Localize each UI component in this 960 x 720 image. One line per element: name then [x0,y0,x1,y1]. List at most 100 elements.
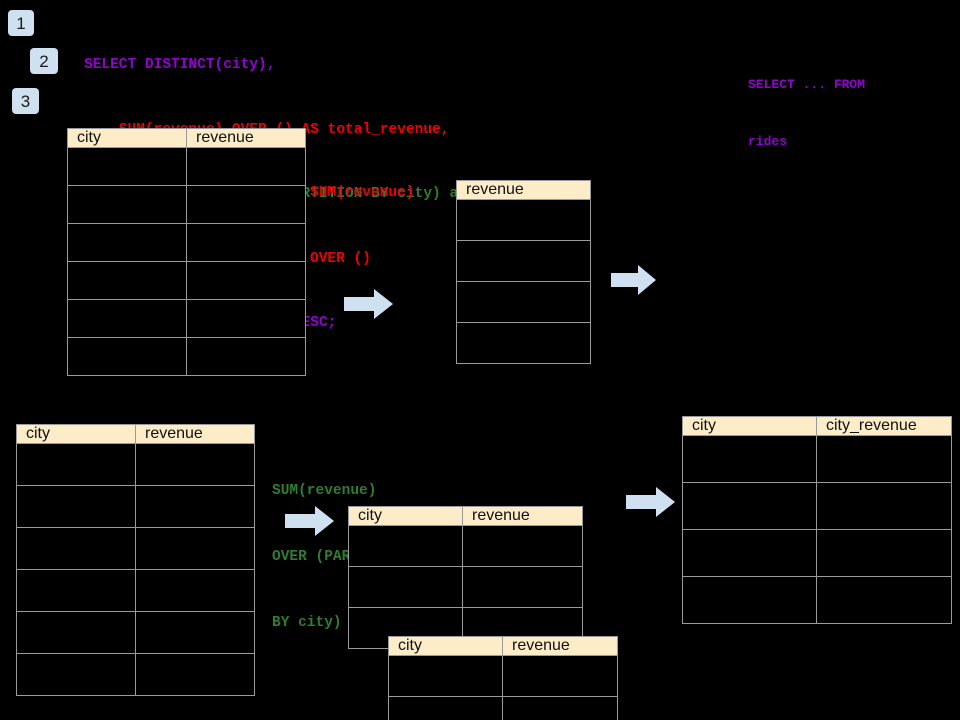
table-row [682,576,952,624]
table-cell [186,337,306,376]
column-header-city: city [67,128,187,148]
table-cell [186,261,306,300]
table-header-row: revenue [456,180,591,200]
table-cell [816,435,952,483]
table-cell [135,527,255,570]
column-header-city-revenue: city_revenue [816,416,952,436]
table-cell [67,185,187,224]
table-row [682,482,952,530]
annotation-over-partition-line-1: SUM(revenue) [272,483,377,499]
right-arrow-icon [626,487,675,517]
annotation-over-empty-line-2: OVER () [310,251,371,267]
table-cell [348,525,463,567]
arrow-source-to-total [344,288,394,320]
side-note-line-1: SELECT ... FROM [748,77,866,92]
column-header-revenue: revenue [502,636,618,656]
table-cell [502,696,618,720]
table-row [456,322,591,364]
table-row [16,569,255,612]
table-cell [456,199,591,241]
table-cell [388,696,503,720]
column-header-city: city [388,636,503,656]
step-badge-1-label: 1 [16,13,26,33]
table-row [67,185,306,224]
arrow-partition-to-result [626,486,676,518]
table-row [456,240,591,282]
table-row [456,199,591,241]
table-cell [186,223,306,262]
column-header-revenue: revenue [456,180,591,200]
table-cell [16,569,136,612]
table-cell [186,299,306,338]
table-cell [67,147,187,186]
table-cell [456,281,591,323]
column-header-revenue: revenue [135,424,255,444]
table-cell [502,655,618,697]
table-header-row: city revenue [348,506,583,526]
table-row [682,529,952,577]
table-cell [135,653,255,696]
table-cell [135,611,255,654]
table-row [348,566,583,608]
right-arrow-icon [285,506,334,536]
table-cell [16,485,136,528]
table-row [16,611,255,654]
total-revenue-table: revenue [456,180,591,364]
source-table-top: city revenue [67,128,306,376]
table-cell [816,529,952,577]
column-header-city: city [682,416,817,436]
annotation-over-empty: SUM(revenue) OVER () [310,138,414,314]
table-row [67,261,306,300]
table-cell [682,435,817,483]
right-arrow-icon [611,265,656,295]
table-cell [462,525,583,567]
table-cell [135,485,255,528]
arrow-total-to-result-top [611,264,657,296]
result-table: city city_revenue [682,416,952,624]
table-cell [682,482,817,530]
table-header-row: city revenue [67,128,306,148]
table-cell [456,322,591,364]
table-header-row: city city_revenue [682,416,952,436]
table-cell [67,337,187,376]
table-cell [16,443,136,486]
table-row [16,653,255,696]
column-header-city: city [348,506,463,526]
table-cell [67,223,187,262]
table-cell [16,653,136,696]
table-row [348,525,583,567]
table-cell [348,566,463,608]
table-cell [462,566,583,608]
table-row [67,337,306,376]
table-cell [135,569,255,612]
annotation-over-partition: SUM(revenue) OVER (PARTITION BY city) [272,436,403,678]
partition-table-front: city revenue [388,636,618,720]
table-cell [67,261,187,300]
table-cell [16,611,136,654]
column-header-revenue: revenue [462,506,583,526]
table-cell [135,443,255,486]
right-arrow-icon [344,289,393,319]
table-cell [388,655,503,697]
table-row [682,435,952,483]
table-row [67,223,306,262]
table-row [456,281,591,323]
side-note-line-2: rides [748,134,788,149]
annotation-over-empty-line-1: SUM(revenue) [310,185,415,201]
table-cell [186,147,306,186]
table-row [388,696,618,720]
arrow-source-to-partition [285,505,335,537]
step-badge-3: 3 [12,88,39,114]
annotation-over-partition-line-3: BY city) [272,615,342,631]
table-cell [816,482,952,530]
step-badge-2-label: 2 [39,51,49,71]
table-row [16,527,255,570]
table-cell [16,527,136,570]
step-badge-2: 2 [30,48,58,74]
step-badge-1: 1 [8,10,34,36]
column-header-revenue: revenue [186,128,306,148]
table-row [67,299,306,338]
partition-table-back: city revenue [348,506,583,649]
table-header-row: city revenue [388,636,618,656]
